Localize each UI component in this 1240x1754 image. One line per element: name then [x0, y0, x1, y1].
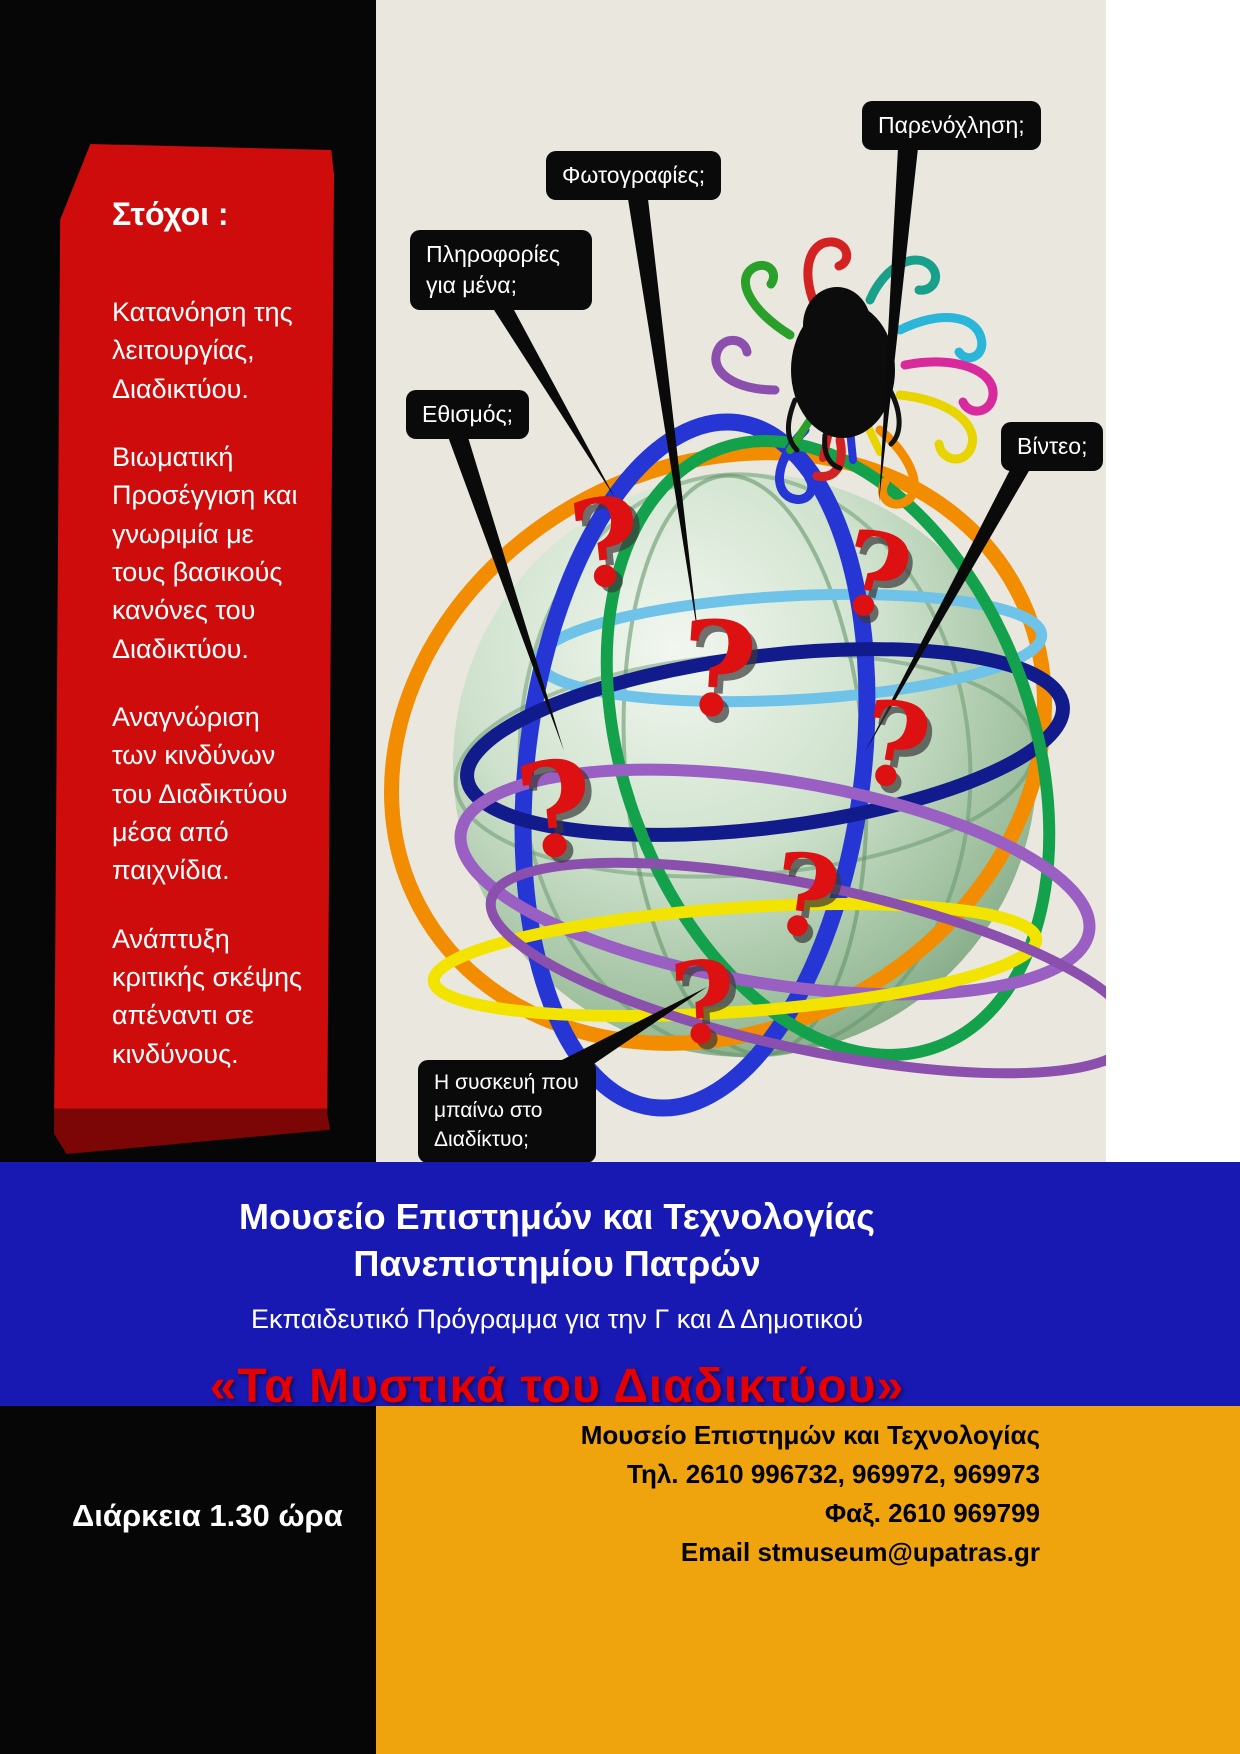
upper-section: ? ? ? ? ? ? ? ? ? ?: [0, 0, 1240, 1164]
callout-addiction: Εθισμός;: [406, 390, 529, 440]
callout-tail: [494, 310, 615, 498]
program-subtitle: Εκπαιδευτικό Πρόγραμμα για την Γ και Δ Δ…: [251, 1303, 863, 1334]
goal-item: Κατανόηση της λειτουργίας, Διαδικτύου.: [112, 297, 293, 404]
callout-tail: [879, 148, 918, 502]
callout-tail: [865, 464, 1033, 752]
right-white-margin: [1106, 0, 1240, 1162]
svg-text:?: ?: [680, 597, 767, 755]
question-mark-icon: ? ?: [509, 730, 608, 895]
contact-line-email: Email stmuseum@upatras.gr: [680, 1537, 1040, 1567]
duration-text: Διάρκεια 1.30 ώρα: [72, 1498, 343, 1533]
question-mark-icon: ? ?: [675, 591, 767, 755]
goal-item: Ανάπτυξη κριτικής σκέψης απέναντι σε κιν…: [112, 923, 303, 1069]
ribbon-violet: [485, 857, 1106, 1079]
svg-text:?: ?: [675, 591, 762, 749]
ribbon-yellow: [427, 898, 1043, 1022]
callout-tail: [628, 199, 699, 642]
callout-info-about-me: Πληροφορίες για μένα;: [410, 230, 592, 311]
callout-device: Η συσκευή που μπαίνω στο Διαδίκτυο;: [418, 1060, 596, 1164]
museum-name-line2: Πανεπιστημίου Πατρών: [353, 1242, 761, 1284]
svg-text:?: ?: [509, 730, 601, 890]
contact-line-fax: Φαξ. 2610 969799: [824, 1498, 1040, 1528]
question-mark-icon: ? ?: [563, 470, 655, 623]
footer-section: Διάρκεια 1.30 ώρα Μουσείο Επιστημών και …: [0, 1406, 1240, 1754]
blue-banner: Μουσείο Επιστημών και Τεχνολογίας Πανεπι…: [0, 1162, 1240, 1413]
svg-text:?: ?: [570, 475, 655, 623]
goal-item: Βιωματική Προσέγγιση και γνωριμία με του…: [112, 441, 298, 664]
callout-harassment: Παρενόχληση;: [862, 101, 1041, 151]
ribbon-green: [600, 435, 1056, 1061]
ribbon-blue: [514, 413, 876, 1117]
goal-item: Αναγνώριση των κινδύνων του Διαδικτύου μ…: [112, 701, 288, 886]
ribbon-purple: [454, 763, 1096, 1001]
question-mark-icon: ? ?: [667, 936, 746, 1076]
svg-text:?: ?: [667, 936, 739, 1070]
footer-black-block: Διάρκεια 1.30 ώρα: [0, 1406, 376, 1754]
footer-orange-block: Μουσείο Επιστημών και Τεχνολογίας Τηλ. 2…: [376, 1406, 1240, 1754]
contact-line-museum: Μουσείο Επιστημών και Τεχνολογίας: [580, 1420, 1040, 1450]
contact-line-phone: Τηλ. 2610 996732, 969972, 969973: [627, 1459, 1040, 1489]
svg-text:?: ?: [563, 470, 648, 618]
callout-photos: Φωτογραφίες;: [546, 151, 722, 201]
museum-name-line1: Μουσείο Επιστημών και Τεχνολογίας: [239, 1196, 875, 1237]
svg-text:?: ?: [673, 942, 745, 1076]
program-title: «Τα Μυστικά του Διαδικτύου»: [209, 1359, 905, 1413]
goals-panel: Στόχοι : Κατανόηση της λειτουργίας, Διαδ…: [54, 144, 334, 1154]
goals-title: Στόχοι :: [112, 196, 229, 232]
ribbon-navy: [460, 642, 1070, 842]
callout-tails: [447, 148, 1033, 1089]
orbit-ribbons: [384, 413, 1106, 1117]
internet-monster-illustration: [711, 237, 998, 509]
question-marks: ? ? ? ? ? ? ? ? ? ?: [509, 470, 944, 1076]
banner-text-block: Μουσείο Επιστημών και Τεχνολογίας Πανεπι…: [0, 1162, 1114, 1414]
svg-text:?: ?: [516, 735, 608, 895]
callout-video: Βίντεο;: [1001, 422, 1104, 472]
contact-block: Μουσείο Επιστημών και Τεχνολογίας Τηλ. 2…: [581, 1416, 1040, 1572]
callout-tail: [447, 434, 564, 751]
globe-scene-svg: ? ? ? ? ? ? ? ? ? ?: [384, 148, 1106, 1117]
